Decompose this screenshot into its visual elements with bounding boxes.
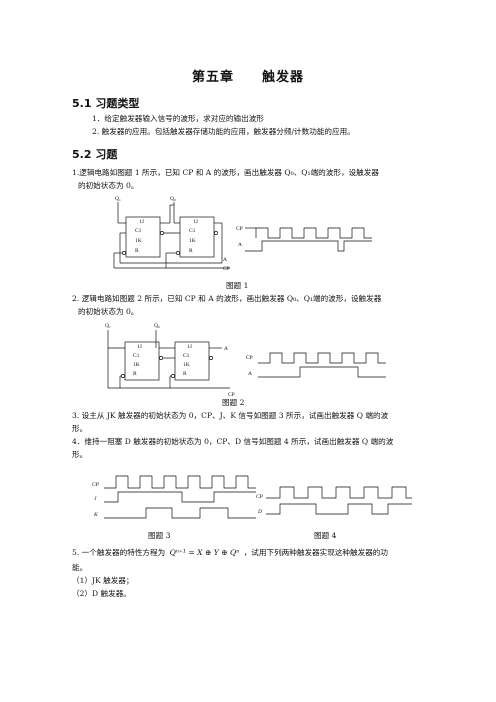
problem-3-line-1: 3. 设主从 JK 触发器的初始状态为 0，CP、J、K 信号如图题 3 所示，… (72, 411, 389, 420)
figure-2-caption: 图题 2 (222, 398, 245, 407)
fig2-a-label: A (224, 346, 228, 352)
fig1-ff1-c: C1 (135, 228, 142, 234)
problem-2-line-1: 2. 逻辑电路如图题 2 所示，已知 CP 和 A 的波形，画出触发器 Q₀、Q… (72, 294, 382, 303)
fig3-k-label: K (93, 512, 98, 518)
chapter-title: 第五章 触发器 (191, 70, 304, 85)
fig1-ff1-r: R (135, 248, 139, 254)
fig2-ff1-r: R (133, 371, 137, 377)
figure-1-circuit: Q₁ Q₀ 1J C1 1K R 1J C1 1K R A CP CP A (113, 196, 372, 271)
fig1-ff2-r: R (189, 248, 193, 254)
problem-2-line-2: 的初始状态为 0。 (78, 307, 139, 316)
fig2-ff2-c: C1 (183, 353, 190, 359)
figure-1-caption: 图题 1 (226, 281, 249, 290)
problem-5-suffix: ，试用下列两种触发器实现这种触发器的功 (243, 548, 388, 557)
fig2-wave-cp-label: CP (246, 355, 253, 361)
fig3-j-label: J (94, 496, 97, 502)
problem-3-line-2: 形。 (72, 424, 88, 433)
section-heading-5-2: 5.2 习题 (72, 148, 118, 161)
fig1-cp-label: CP (223, 266, 230, 271)
section-heading-5-1: 5.1 习题类型 (72, 97, 140, 110)
problem-5-option-2: （2）D 触发器。 (72, 589, 131, 598)
fig2-q1-label: Q₁ (105, 323, 111, 329)
problem-1-line-2: 的初始状态为 0。 (78, 181, 139, 190)
fig1-q1-label: Q₁ (115, 196, 121, 202)
fig2-ff2-j: 1J (187, 344, 193, 350)
fig2-ff1-k: 1K (133, 362, 140, 368)
fig2-ff1-c: C1 (133, 353, 140, 359)
fig2-ff1-j: 1J (137, 344, 143, 350)
figure-3-caption: 图题 3 (148, 531, 171, 540)
type-item-1: 1．给定触发器输入信号的波形，求对应的输出波形 (92, 114, 264, 123)
figure-3-4-waveforms: CP J K CP D (92, 475, 412, 519)
fig4-d-label: D (257, 509, 262, 515)
fig2-ff2-r: R (183, 371, 187, 377)
fig1-ff2-c: C1 (189, 228, 196, 234)
fig2-ff2-k: 1K (183, 362, 190, 368)
figure-2-circuit: Q₁ Q₀ 1J C1 1K R 1J C1 1K R A CP CP A (105, 323, 386, 398)
problem-5-line-2: 能。 (72, 563, 88, 572)
type-item-2: 2. 触发器的应用。包括触发器存储功能的应用，触发器分频/计数功能的应用。 (92, 127, 355, 136)
fig1-ff2-k: 1K (189, 238, 196, 244)
problem-1-line-1: 1.逻辑电路如图题 1 所示，已知 CP 和 A 的波形，画出触发器 Q₀、Q₁… (72, 168, 379, 177)
fig1-q0-label: Q₀ (170, 196, 176, 202)
problem-5-option-1: （1）JK 触发器； (72, 576, 134, 585)
characteristic-equation: Qⁿ⁺¹ = X ⊕ Y ⊕ Qⁿ (169, 548, 240, 557)
fig1-wave-cp-label: CP (236, 226, 243, 232)
fig2-q0-label: Q₀ (154, 323, 160, 329)
figure-4-caption: 图题 4 (314, 531, 337, 540)
fig2-wave-a-label: A (248, 371, 252, 377)
fig1-ff1-k: 1K (135, 238, 142, 244)
fig4-cp-label: CP (256, 494, 264, 500)
fig1-ff1-j: 1J (139, 219, 145, 225)
fig1-a-label: A (223, 257, 227, 263)
fig1-ff2-j: 1J (193, 219, 199, 225)
problem-4-line-1: 4．维持一阻塞 D 触发器的初始状态为 0，CP、D 信号如图题 4 所示，试画… (72, 437, 394, 446)
fig2-cp-label: CP (228, 392, 235, 398)
problem-5-line-1: 5. 一个触发器的特性方程为 Qⁿ⁺¹ = X ⊕ Y ⊕ Qⁿ ，试用下列两种… (72, 546, 388, 559)
problem-5-prefix: 5. 一个触发器的特性方程为 (72, 548, 166, 557)
fig3-cp-label: CP (92, 482, 100, 488)
problem-4-line-2: 形。 (72, 450, 88, 459)
fig1-wave-a-label: A (238, 242, 242, 248)
